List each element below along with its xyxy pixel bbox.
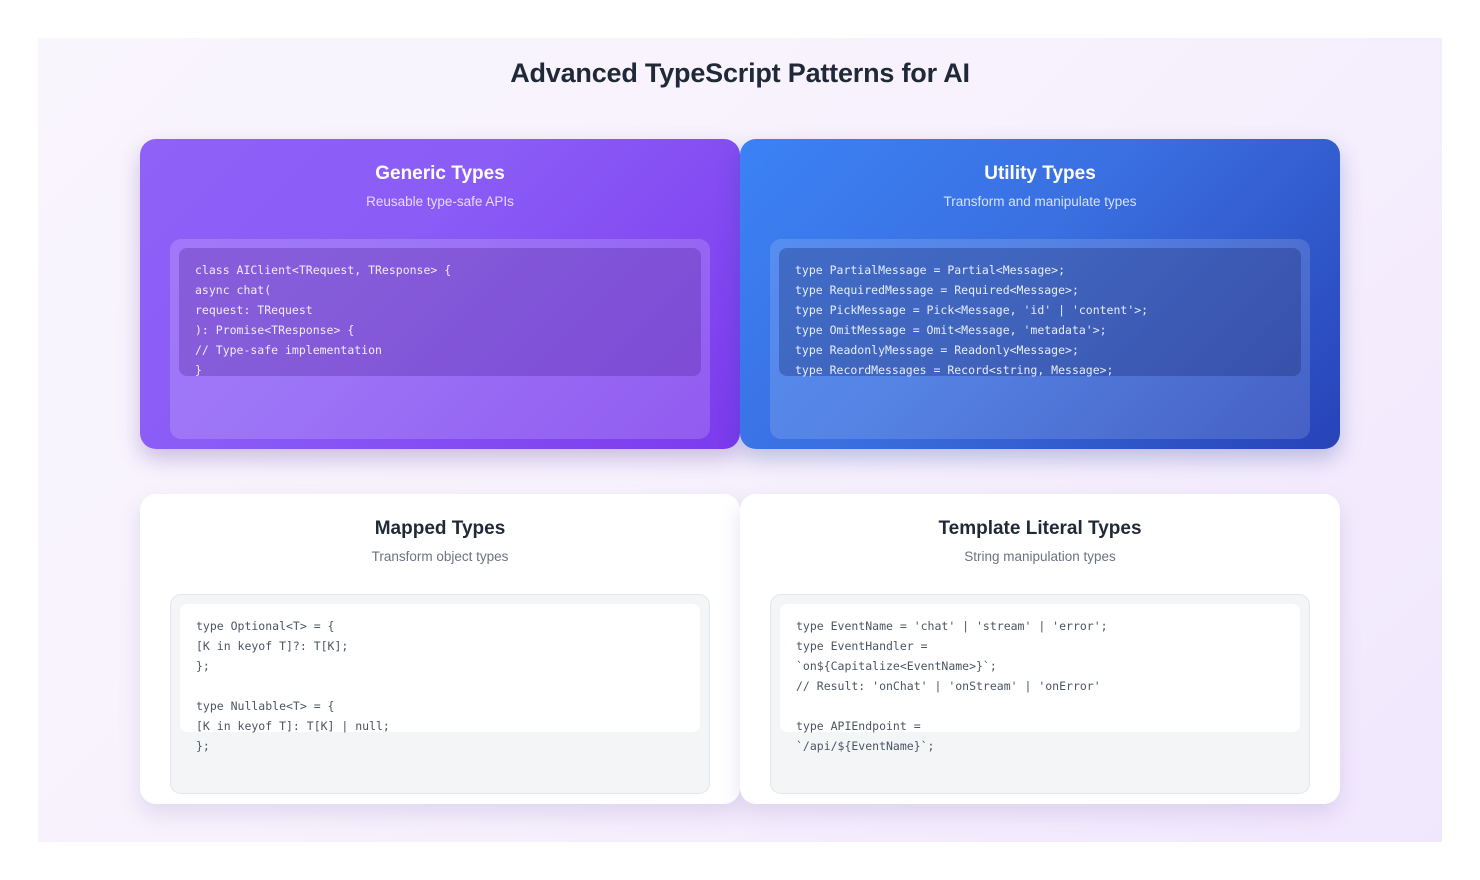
card-title: Generic Types: [375, 163, 505, 184]
card-utility-types[interactable]: Utility Types Transform and manipulate t…: [740, 139, 1340, 449]
code-wrapper: type Optional<T> = { [K in keyof T]?: T[…: [170, 594, 710, 794]
code-wrapper: type PartialMessage = Partial<Message>; …: [770, 239, 1310, 439]
card-generic-types[interactable]: Generic Types Reusable type-safe APIs cl…: [140, 139, 740, 449]
code-text: type PartialMessage = Partial<Message>; …: [795, 263, 1149, 377]
code-text: type Optional<T> = { [K in keyof T]?: T[…: [196, 619, 390, 753]
code-wrapper: class AIClient<TRequest, TResponse> { as…: [170, 239, 710, 439]
code-block[interactable]: type Optional<T> = { [K in keyof T]?: T[…: [180, 604, 700, 753]
code-wrapper: type EventName = 'chat' | 'stream' | 'er…: [770, 594, 1310, 794]
code-block[interactable]: type EventName = 'chat' | 'stream' | 'er…: [780, 604, 1300, 753]
code-block[interactable]: class AIClient<TRequest, TResponse> { as…: [179, 248, 701, 377]
card-mapped-types[interactable]: Mapped Types Transform object types type…: [140, 494, 740, 804]
card-title: Template Literal Types: [938, 518, 1142, 539]
cards-grid: Generic Types Reusable type-safe APIs cl…: [140, 139, 1340, 804]
card-subtitle: Transform object types: [371, 549, 509, 564]
page-canvas: Advanced TypeScript Patterns for AI Gene…: [38, 38, 1442, 842]
card-template-literal-types[interactable]: Template Literal Types String manipulati…: [740, 494, 1340, 804]
card-subtitle: Reusable type-safe APIs: [366, 194, 514, 209]
card-title: Utility Types: [984, 163, 1096, 184]
card-subtitle: Transform and manipulate types: [943, 194, 1137, 209]
code-text: type EventName = 'chat' | 'stream' | 'er…: [796, 619, 1108, 753]
code-text: class AIClient<TRequest, TResponse> { as…: [195, 263, 452, 377]
card-subtitle: String manipulation types: [964, 549, 1116, 564]
code-block[interactable]: type PartialMessage = Partial<Message>; …: [779, 248, 1301, 377]
page-title: Advanced TypeScript Patterns for AI: [510, 58, 970, 88]
card-title: Mapped Types: [374, 518, 506, 539]
